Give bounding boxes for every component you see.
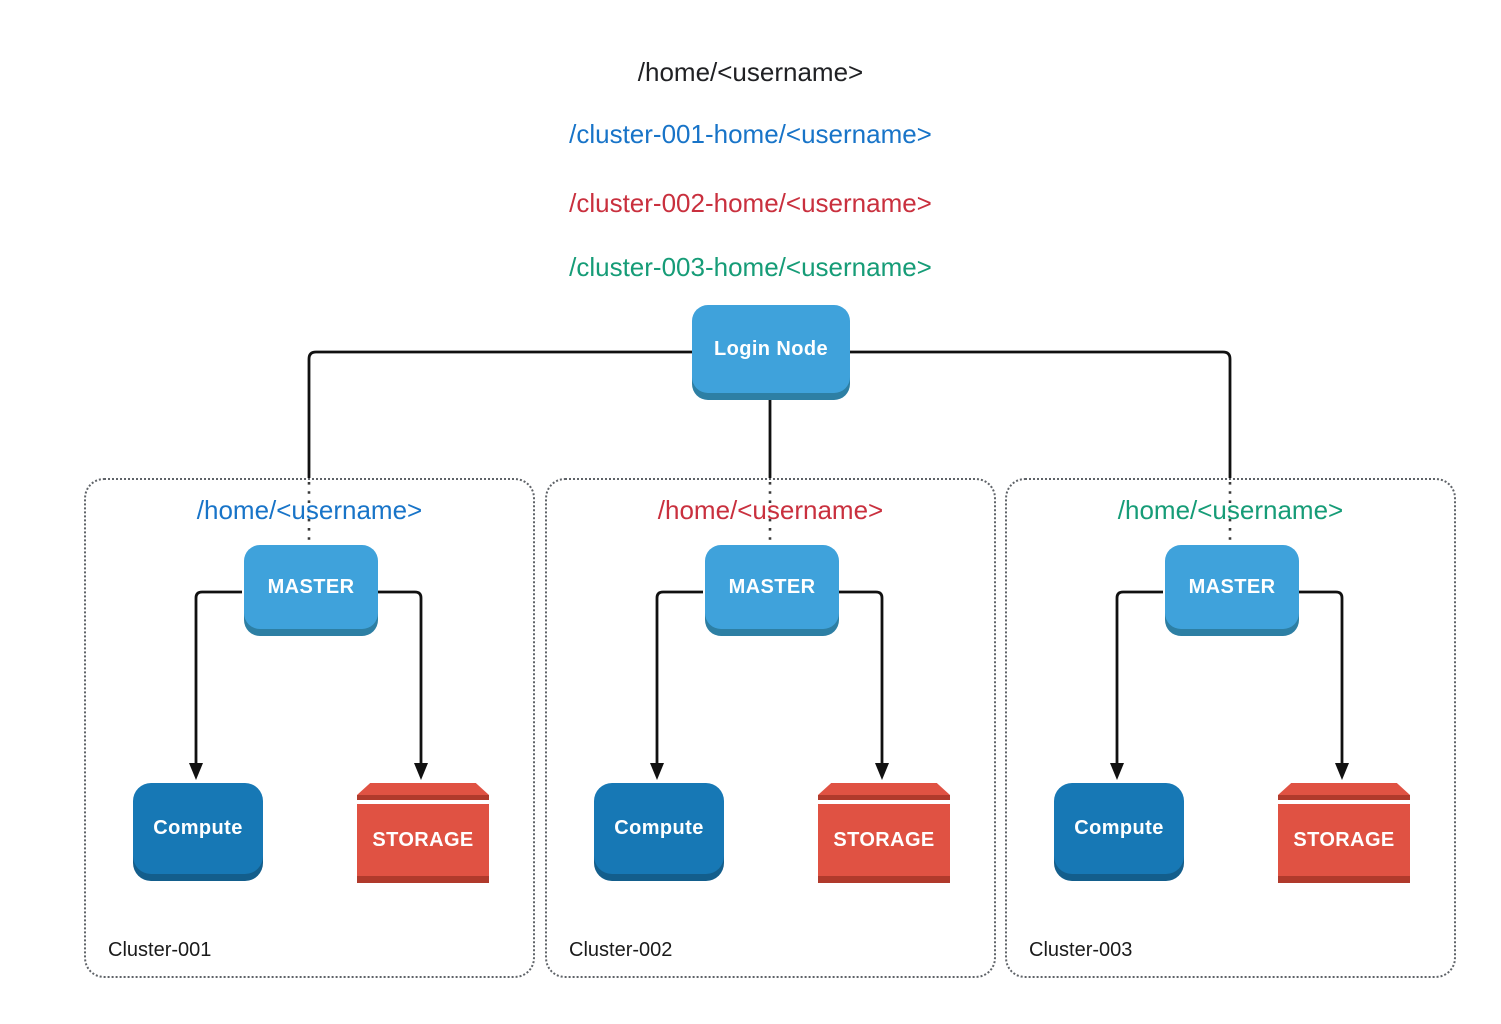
storage-lid-strip xyxy=(357,795,489,800)
cluster1-inner-home-path: /home/<username> xyxy=(196,495,423,525)
cluster-box-001: /home/<username> MASTER Compute STORAGE … xyxy=(84,478,535,978)
compute-label: Compute xyxy=(153,817,243,839)
cluster-box-002: /home/<username> MASTER Compute STORAGE … xyxy=(545,478,996,978)
arrow-head-compute3 xyxy=(1110,763,1124,780)
storage-label: STORAGE xyxy=(372,828,474,851)
root-home-path: /home/<username> xyxy=(637,57,864,87)
storage-node-cluster3: STORAGE xyxy=(1278,783,1410,883)
storage-lid-strip xyxy=(818,795,950,800)
storage-lid xyxy=(1278,783,1410,795)
master-label: MASTER xyxy=(267,575,355,598)
arrow-head-storage1 xyxy=(414,763,428,780)
storage-label: STORAGE xyxy=(833,828,935,851)
arrow-head-compute2 xyxy=(650,763,664,780)
master-node-cluster1: MASTER xyxy=(244,545,378,629)
cluster2-inner-home-path: /home/<username> xyxy=(657,495,884,525)
cluster1-home-path-label: /cluster-001-home/<username> xyxy=(569,119,932,149)
master-node-cluster3: MASTER xyxy=(1165,545,1299,629)
cluster-name-label-3: Cluster-003 xyxy=(1029,939,1133,961)
master3-to-compute-connector xyxy=(1115,590,1163,764)
compute-label: Compute xyxy=(614,817,704,839)
cluster3-home-path-label: /cluster-003-home/<username> xyxy=(569,252,932,282)
compute-node-cluster3: Compute xyxy=(1054,783,1184,874)
master-node-cluster2: MASTER xyxy=(705,545,839,629)
compute-node-cluster1: Compute xyxy=(133,783,263,874)
storage-label: STORAGE xyxy=(1293,828,1395,851)
master1-to-compute-connector xyxy=(194,590,242,764)
storage-lid xyxy=(357,783,489,795)
storage-lid-strip xyxy=(1278,795,1410,800)
cluster-name-label-2: Cluster-002 xyxy=(569,939,673,961)
login-node: Login Node xyxy=(692,305,850,393)
storage-node-cluster2: STORAGE xyxy=(818,783,950,883)
storage-body: STORAGE xyxy=(818,804,950,883)
arrow-head-compute1 xyxy=(189,763,203,780)
master3-to-storage-connector xyxy=(1297,590,1344,764)
login-node-label: Login Node xyxy=(714,337,828,360)
storage-body: STORAGE xyxy=(1278,804,1410,883)
arrow-head-storage3 xyxy=(1335,763,1349,780)
storage-lid xyxy=(818,783,950,795)
master1-to-storage-connector xyxy=(376,590,423,764)
master2-to-storage-connector xyxy=(837,590,884,764)
storage-node-cluster1: STORAGE xyxy=(357,783,489,883)
cluster2-home-path-label: /cluster-002-home/<username> xyxy=(569,188,932,218)
compute-node-cluster2: Compute xyxy=(594,783,724,874)
arrow-head-storage2 xyxy=(875,763,889,780)
cluster-name-label-1: Cluster-001 xyxy=(108,939,212,961)
master-label: MASTER xyxy=(1188,575,1276,598)
master2-to-compute-connector xyxy=(655,590,703,764)
master-label: MASTER xyxy=(728,575,816,598)
compute-label: Compute xyxy=(1074,817,1164,839)
storage-body: STORAGE xyxy=(357,804,489,883)
cluster-box-003: /home/<username> MASTER Compute STORAGE … xyxy=(1005,478,1456,978)
cluster3-inner-home-path: /home/<username> xyxy=(1117,495,1344,525)
